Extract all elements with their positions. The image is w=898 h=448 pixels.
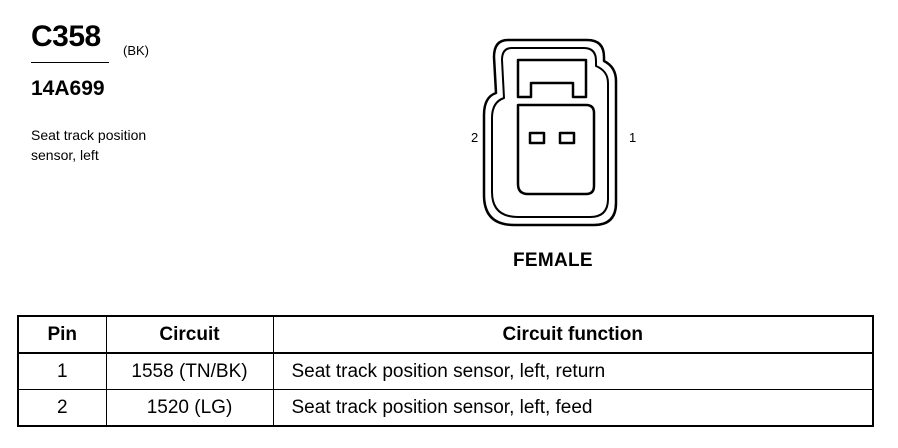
terminal-pin-2 <box>528 131 546 145</box>
cell-circuit: 1558 (TN/BK) <box>105 352 274 390</box>
description: Seat track position sensor, left <box>31 125 146 165</box>
cell-pin: 1 <box>17 352 107 390</box>
terminal-pin-1 <box>558 131 576 145</box>
connector-housing-outer <box>482 38 618 227</box>
connector-gender: FEMALE <box>513 250 593 271</box>
header-pin: Pin <box>17 315 107 354</box>
connector-housing-inner <box>491 47 609 218</box>
title-underline <box>31 62 109 63</box>
pin-label-1: 1 <box>629 130 637 145</box>
cell-circuit-function: Seat track position sensor, left, return <box>272 352 874 390</box>
connector-face-diagram <box>482 38 618 227</box>
header-circuit: Circuit <box>105 315 274 354</box>
description-line-1: Seat track position <box>31 127 147 143</box>
terminal-cavity-block <box>516 103 596 196</box>
connector-id: C358 <box>31 20 101 53</box>
table-row: 2 1520 (LG) Seat track position sensor, … <box>17 389 874 427</box>
description-line-2: sensor, left <box>31 147 99 163</box>
pinout-table: Pin Circuit Circuit function 1 1558 (TN/… <box>17 315 874 427</box>
table-row: 1 1558 (TN/BK) Seat track position senso… <box>17 352 874 390</box>
pin-label-2: 2 <box>471 130 479 145</box>
locking-tab <box>516 58 588 99</box>
header-circuit-function: Circuit function <box>272 315 874 354</box>
table-header-row: Pin Circuit Circuit function <box>17 315 874 354</box>
cell-pin: 2 <box>17 389 107 427</box>
cell-circuit-function: Seat track position sensor, left, feed <box>272 389 874 427</box>
part-number: 14A699 <box>31 77 105 100</box>
cell-circuit: 1520 (LG) <box>105 389 274 427</box>
color-code: (BK) <box>123 43 149 58</box>
